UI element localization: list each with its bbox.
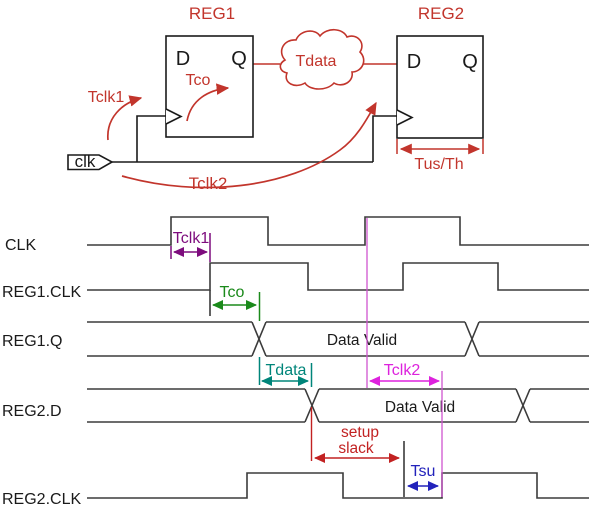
- clk-wire-to-reg1: [136, 115, 166, 162]
- reg2-d-data-valid-label: Data Valid: [385, 399, 455, 416]
- reg2-title: REG2: [418, 4, 464, 23]
- signal-label-reg1-q: REG1.Q: [2, 333, 62, 350]
- reg2-q-pin: Q: [462, 51, 478, 73]
- reg1-q-pin: Q: [231, 48, 247, 70]
- reg2-box: [396, 35, 484, 139]
- signal-label-reg2-clk: REG2.CLK: [2, 491, 81, 508]
- reg1-q-data-valid-label: Data Valid: [327, 332, 397, 349]
- tclk2-arrow-schematic: [121, 101, 377, 189]
- tus-th-ticks: [396, 139, 484, 154]
- tclk1-arrow-schematic: [107, 95, 143, 141]
- clk-waveform: [87, 216, 589, 246]
- setup-label: setup: [341, 424, 379, 441]
- slack-label: slack: [338, 440, 374, 457]
- clk-wire-to-reg2: [372, 115, 397, 162]
- clk-port-symbol: [67, 154, 114, 171]
- reg1-title: REG1: [189, 4, 235, 23]
- waveform-diagram: CLK REG1.CLK REG1.Q REG2.D REG2.CLK Data…: [2, 216, 589, 508]
- reg1-clock-triangle-icon: [165, 108, 183, 125]
- schematic: clk REG1 D Q Tco Tclk1 Tclk2 Tdata REG2 …: [67, 4, 484, 193]
- reg1-clk-waveform: [87, 262, 589, 291]
- reg1-box: [165, 35, 254, 138]
- signal-label-reg2-d: REG2.D: [2, 403, 62, 420]
- tclk2-annotation-label: Tclk2: [384, 362, 421, 379]
- signal-label-clk: CLK: [5, 237, 36, 254]
- tsu-annotation-label: Tsu: [411, 463, 436, 480]
- tclk1-label-schematic: Tclk1: [88, 89, 125, 106]
- clk-port-label: clk: [75, 152, 96, 171]
- tus-th-label: Tus/Th: [414, 156, 463, 173]
- tco-arrow-schematic: [186, 83, 230, 122]
- tclk1-annotation-label: Tclk1: [173, 230, 210, 247]
- tdata-ticks: [258, 357, 313, 387]
- reg1-d-pin: D: [176, 48, 190, 70]
- tco-label-schematic: Tco: [186, 72, 211, 89]
- signal-label-reg1-clk: REG1.CLK: [2, 284, 81, 301]
- tdata-label-schematic: Tdata: [296, 53, 337, 70]
- tdata-annotation-label: Tdata: [266, 362, 307, 379]
- reg2-clock-triangle-icon: [396, 109, 414, 126]
- tclk2-label-schematic: Tclk2: [189, 174, 228, 193]
- tclk1-ticks: [170, 233, 211, 262]
- reg2-d-bus: [87, 388, 589, 423]
- tdata-cloud: [279, 28, 365, 90]
- reg1-q-bus: [87, 321, 589, 357]
- tco-annotation-label: Tco: [220, 284, 245, 301]
- reg2-clk-waveform: [87, 472, 589, 499]
- reg2-d-pin: D: [407, 51, 421, 73]
